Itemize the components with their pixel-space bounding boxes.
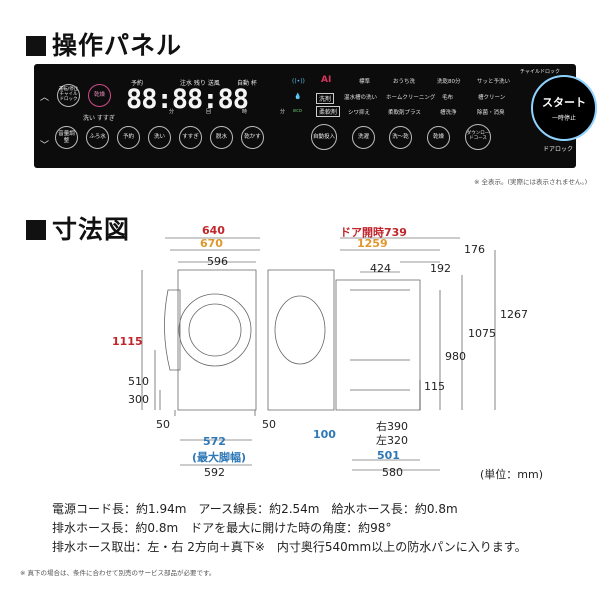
spec-line-1: 電源コード長：約1.94m アース線長：約2.54m 給水ホース長：約0.8m xyxy=(52,502,458,516)
start-button[interactable]: スタート 一時停止 xyxy=(531,75,597,141)
chevron-up-icon[interactable]: ︿ xyxy=(40,93,50,103)
download-course-button[interactable]: ダウンロードコース xyxy=(465,124,491,150)
course-standard: 標準 xyxy=(359,79,371,85)
dim-510: 510 xyxy=(128,375,149,388)
unit-min2: 分 xyxy=(280,109,286,115)
course-softener-plus: 柔軟剤プラス xyxy=(388,110,421,116)
course-home-cleaning: ホームクリーニング xyxy=(386,95,436,101)
chevron-down-icon[interactable]: ﹀ xyxy=(40,141,50,151)
spec-line-2: 排水ホース長：約0.8m ドアを最大に開けた時の角度：約98° xyxy=(52,521,392,535)
dim-670: 670 xyxy=(200,237,223,250)
side-front-panel xyxy=(268,270,334,410)
digit-display: 88:88:88 xyxy=(126,84,249,115)
child-lock-button[interactable]: 運転/停止 チャイルドロック xyxy=(57,84,80,107)
square-bullet-icon xyxy=(26,36,46,56)
spec-line-3: 排水ホース取出：左・右 2方向＋真下※ 内寸奥行540mm以上の防水パンに入りま… xyxy=(52,540,527,554)
water-drop-icon: 💧 xyxy=(294,93,302,100)
side-door-ellipse xyxy=(275,296,325,364)
front-body-outline xyxy=(178,270,256,410)
wifi-icon: ((•)) xyxy=(292,78,305,85)
dry-course-button[interactable]: 乾燥 xyxy=(427,126,450,149)
unit-note: (単位：mm) xyxy=(480,468,544,481)
dim-640: 640 xyxy=(202,224,225,237)
dim-100: 100 xyxy=(313,428,336,441)
course-tub-clean: 槽クリーン xyxy=(478,95,506,101)
course-blanket: 毛布 xyxy=(442,95,454,101)
reserve-button[interactable]: 予約 xyxy=(117,126,140,149)
front-door-inner xyxy=(189,304,241,356)
course-prewash: サッと予洗い xyxy=(477,79,511,85)
dim-192: 192 xyxy=(430,262,451,275)
label-reservation: 予約 xyxy=(131,80,144,87)
rinse-button[interactable]: すすぎ xyxy=(179,126,202,149)
dim-572-note: (最大脚幅) xyxy=(192,451,247,464)
unit-min: 分 xyxy=(169,109,175,115)
dim-50-left: 50 xyxy=(156,418,170,431)
detergent-indicator: 洗剤 xyxy=(316,93,335,104)
unit-times: 回 xyxy=(206,109,212,115)
spin-button[interactable]: 脱水 xyxy=(210,126,233,149)
panel-footnote: ※ 全表示。(実際には表示されません。) xyxy=(474,178,588,186)
course-tub-wash: 槽洗浄 xyxy=(440,110,457,116)
course-warm: 温水槽の洗い xyxy=(344,95,378,101)
door-lock-label: ドアロック xyxy=(543,146,574,153)
dim-1259: 1259 xyxy=(357,237,388,250)
dim-501: 501 xyxy=(377,449,400,462)
dim-580: 580 xyxy=(382,466,403,479)
dim-door-open: ドア開時739 xyxy=(340,226,407,239)
panel-heading: 操作パネル xyxy=(26,26,182,62)
label-auto-cups: 自動 杯 xyxy=(237,80,257,87)
ai-indicator: AI xyxy=(321,75,332,85)
auto-dose-button[interactable]: 自動投入 xyxy=(311,124,337,150)
side-body-outline xyxy=(336,280,420,410)
softener-indicator: 柔軟剤 xyxy=(316,106,341,117)
wash-dry-button[interactable]: 洗〜乾 xyxy=(389,126,412,149)
course-wrinkle: シワ抑え xyxy=(348,110,371,116)
course-80min: 洗乾80分 xyxy=(437,79,461,85)
dim-1267: 1267 xyxy=(500,308,528,321)
front-door-outer xyxy=(179,294,251,366)
dim-176: 176 xyxy=(464,243,485,256)
course-sterilize: 除菌・消臭 xyxy=(477,110,505,116)
dim-115: 115 xyxy=(424,380,445,393)
dim-980: 980 xyxy=(445,350,466,363)
dry-button[interactable]: 乾かす xyxy=(241,126,264,149)
wash-button[interactable]: 洗い xyxy=(148,126,171,149)
dim-50-right: 50 xyxy=(262,418,276,431)
child-lock-right-label: チャイルドロック xyxy=(520,69,560,75)
eco-indicator: eco xyxy=(293,108,302,114)
dim-572: 572 xyxy=(203,435,226,448)
course-home: おうち洗 xyxy=(393,79,416,85)
square-bullet-icon xyxy=(26,220,46,240)
bath-water-button[interactable]: ふろ水 xyxy=(86,126,109,149)
wash-rinse-label: 洗い すすぎ xyxy=(83,115,115,122)
dim-1075: 1075 xyxy=(468,327,496,340)
wash-course-button[interactable]: 洗濯 xyxy=(352,126,375,149)
dim-592: 592 xyxy=(204,466,225,479)
volume-button[interactable]: 音量調整 xyxy=(55,126,78,149)
dimensions-heading: 寸法図 xyxy=(26,210,130,246)
dim-596: 596 xyxy=(207,255,228,268)
spec-footnote: ※ 真下の場合は、条件に合わせて別売のサービス部品が必要です。 xyxy=(20,569,216,577)
dim-300: 300 xyxy=(128,393,149,406)
control-panel: ︿ ﹀ 運転/停止 チャイルドロック 乾燥 洗い すすぎ 予約 注水 残り 送風… xyxy=(34,64,597,168)
dim-hose-left: 左320 xyxy=(376,434,408,447)
dry-flame-button[interactable]: 乾燥 xyxy=(88,84,111,107)
dim-424: 424 xyxy=(370,262,391,275)
dim-hose-right: 右390 xyxy=(376,420,408,433)
front-door-open xyxy=(164,290,180,370)
dim-1115: 1115 xyxy=(112,335,143,348)
unit-hour: 時 xyxy=(242,109,248,115)
label-water-remaining: 注水 残り 送風 xyxy=(180,80,220,87)
